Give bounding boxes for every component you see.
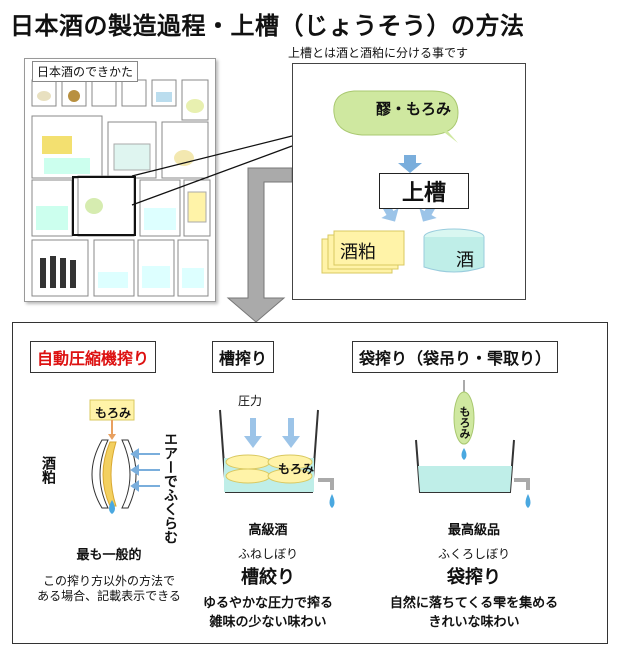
method-heading-fune: 槽搾り <box>212 341 275 373</box>
fukuro-desc-2: きれいな味わい <box>428 615 520 630</box>
fune-grade: 高級酒 <box>248 523 288 538</box>
sake-label: 酒 <box>456 250 474 271</box>
subtitle: 上槽とは酒と酒粕に分ける事です <box>288 46 469 60</box>
fune-desc-1: ゆるやかな圧力で搾る <box>202 596 334 611</box>
fune-desc-2: 雑味の少ない味わい <box>209 615 327 630</box>
method-heading-auto-press: 自動圧縮機搾り <box>30 341 157 373</box>
auto-moromi-label: もろみ <box>95 406 132 420</box>
fukuro-moromi-label: もろみ <box>458 406 471 439</box>
method-heading-fukuro: 袋搾り（袋吊り・雫取り） <box>352 341 559 373</box>
sakekasu-label: 酒粕 <box>340 242 376 263</box>
air-label: エアーでふくらむ <box>162 432 178 544</box>
fune-reading: ふねしぼり <box>237 547 299 561</box>
fune-moromi-label: もろみ <box>278 462 315 476</box>
fukuro-reading: ふくろしぼり <box>437 547 511 561</box>
fukuro-desc-1: 自然に落ちてくる雫を集める <box>389 596 559 611</box>
pressure-label: 圧力 <box>238 394 263 408</box>
jousou-label: 上槽 <box>379 173 470 209</box>
process-chart-cells <box>31 79 211 297</box>
auto-note-2: ある場合、記載表示できる <box>37 589 181 603</box>
highlight-box <box>72 176 136 236</box>
page-title: 日本酒の製造過程・上槽（じょうそう）の方法 <box>10 12 525 40</box>
auto-note-1: この搾り方以外の方法で <box>42 574 176 588</box>
fukuro-grade: 最高級品 <box>447 523 501 538</box>
jousou-flow-shapes <box>321 90 485 274</box>
process-chart-heading: 日本酒のできかた <box>32 61 139 82</box>
fune-name: 槽絞り <box>241 567 295 588</box>
moromi-label: 醪・もろみ <box>376 100 452 118</box>
auto-kasu-label: 酒粕 <box>40 456 56 484</box>
method-illustrations <box>89 380 531 514</box>
fukuro-name: 袋搾り <box>447 567 501 588</box>
auto-caption: 最も一般的 <box>76 548 142 563</box>
